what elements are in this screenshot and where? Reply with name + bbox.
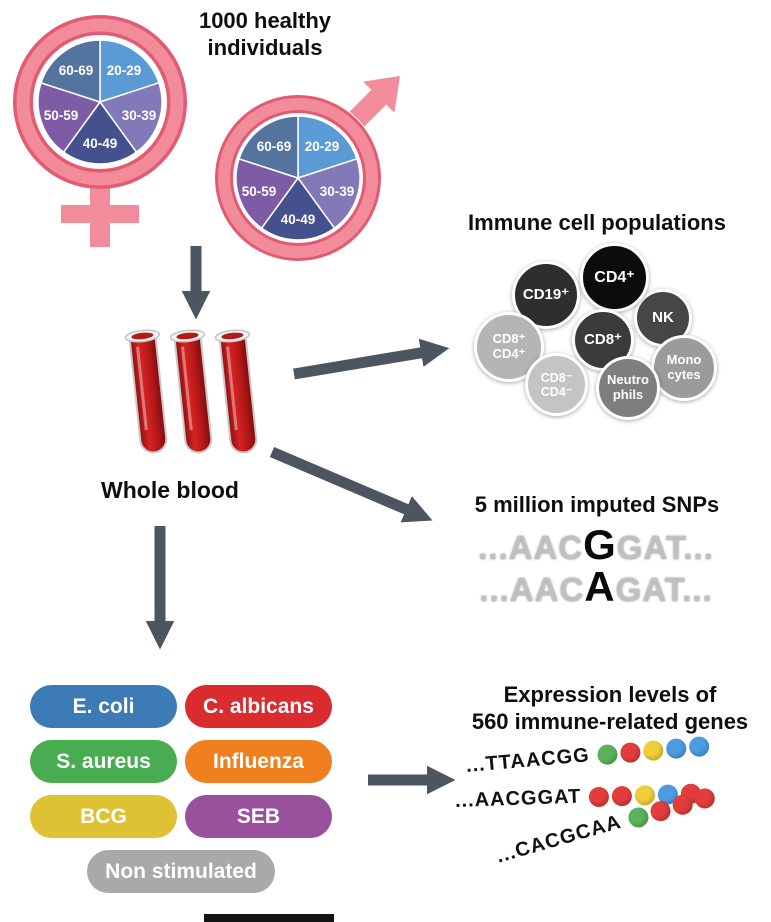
cropped-bottom-bar — [204, 914, 334, 922]
immune-populations-title: Immune cell populations — [468, 210, 726, 235]
cell-label: CD8⁻ CD4⁻ — [540, 370, 573, 399]
cell-label: CD8⁺ — [584, 330, 622, 348]
seq-suffix: GAT... — [616, 529, 714, 566]
arrow-blood-to-snps — [269, 446, 433, 523]
snp-variant-letter: A — [584, 563, 616, 610]
pie-label: 50-59 — [242, 184, 277, 199]
cell-label: NK — [652, 308, 674, 326]
pie-label: 20-29 — [305, 139, 340, 154]
female-symbol-crossbar — [61, 205, 139, 223]
stimulus-label: SEB — [236, 804, 281, 828]
stimulus-saureus: S. aureus — [30, 740, 177, 783]
blood-tube — [214, 329, 258, 454]
expression-bead — [665, 737, 688, 759]
snp-sequence-1: ...AACGGAT... — [436, 521, 756, 568]
pie-slice-50-59 — [37, 81, 102, 154]
pie-slice-50-59 — [235, 157, 300, 230]
stimulus-label: E. coli — [72, 694, 135, 718]
expression-bead — [647, 798, 673, 824]
expression-bead — [670, 791, 695, 817]
cell-monocytes: Mono cytes — [651, 335, 717, 401]
expression-bead — [596, 743, 619, 765]
snp-variant-letter: G — [583, 521, 617, 568]
pie-label: 30-39 — [122, 108, 157, 123]
stimulus-seb: SEB — [185, 795, 332, 838]
expression-bead — [688, 735, 711, 757]
gene-sequence: ...AACGGAT — [454, 785, 582, 812]
arrow-blood-to-cells — [293, 338, 450, 380]
blood-tube — [124, 329, 168, 454]
cell-label: Neutro phils — [607, 372, 649, 402]
expression-bead — [625, 804, 651, 830]
cell-cd8minus-cd4minus: CD8⁻ CD4⁻ — [525, 353, 588, 416]
blood-tubes-icon — [124, 329, 258, 454]
snp-sequences: ...AACGGAT... ...AACAGAT... — [436, 521, 756, 610]
stimulus-non-stimulated: Non stimulated — [87, 850, 275, 893]
cell-label: CD19⁺ — [522, 285, 570, 303]
population-title-line2: individuals — [207, 34, 323, 60]
seq-prefix: ...AAC — [479, 571, 585, 608]
pie-slice-20-29 — [297, 115, 358, 180]
pie-slice-60-69 — [40, 39, 101, 104]
male-symbol: 20-29 30-39 40-49 50-59 60-69 — [214, 76, 400, 262]
seq-prefix: ...AAC — [478, 529, 584, 566]
pie-slice-30-39 — [98, 81, 163, 154]
expression-bead — [619, 741, 642, 763]
expression-title-line1: Expression levels of — [503, 682, 717, 707]
snp-sequence-2: ...AACAGAT... — [436, 563, 756, 610]
male-symbol-arrowhead — [363, 76, 400, 113]
whole-blood-label: Whole blood — [101, 477, 239, 503]
seq-suffix: GAT... — [615, 571, 713, 608]
stimulus-label: S. aureus — [56, 749, 151, 773]
pie-slice-40-49 — [260, 176, 336, 241]
pie-label: 20-29 — [107, 63, 142, 78]
male-ring — [218, 98, 378, 258]
stimulus-label: BCG — [80, 804, 127, 828]
population-title: 1000 healthy individuals — [178, 8, 352, 62]
pie-label: 40-49 — [281, 212, 316, 227]
age-pie-chart-male: 20-29 30-39 40-49 50-59 60-69 — [235, 115, 361, 241]
age-pie-chart-female: 20-29 30-39 40-49 50-59 60-69 — [37, 39, 163, 165]
cell-neutrophils: Neutro phils — [596, 356, 660, 420]
blood-tube — [169, 329, 213, 454]
stimulus-ecoli: E. coli — [30, 685, 177, 728]
expression-bead — [611, 785, 633, 807]
pie-slice-40-49 — [62, 100, 138, 165]
expression-title-line2: 560 immune-related genes — [471, 708, 749, 734]
stimulus-calbicans: C. albicans — [185, 685, 332, 728]
stimulus-label: C. albicans — [203, 694, 314, 718]
pie-label: 30-39 — [320, 184, 355, 199]
cell-cd19plus: CD19⁺ — [512, 261, 580, 329]
expression-bead — [588, 786, 610, 807]
pie-label: 50-59 — [44, 108, 79, 123]
pie-slice-60-69 — [238, 115, 299, 180]
female-ring — [16, 18, 184, 186]
cell-cd4plus: CD4⁺ — [580, 243, 649, 312]
snps-title: 5 million imputed SNPs — [474, 492, 720, 517]
cell-label: CD4⁺ — [594, 268, 635, 286]
pie-label: 60-69 — [59, 63, 94, 78]
stimulus-bcg: BCG — [30, 795, 177, 838]
pie-slice-30-39 — [296, 157, 361, 230]
stimulus-label: Non stimulated — [105, 859, 257, 883]
stimulus-label: Influenza — [212, 749, 304, 773]
cell-label: CD8⁺ CD4⁺ — [492, 331, 526, 361]
cell-label: Mono cytes — [666, 352, 702, 382]
population-title-line1: 1000 healthy — [198, 8, 332, 33]
stimulus-influenza: Influenza — [185, 740, 332, 783]
pie-label: 40-49 — [83, 136, 118, 151]
female-symbol: 20-29 30-39 40-49 50-59 60-69 — [13, 15, 187, 247]
expression-title: Expression levels of 560 immune-related … — [452, 682, 768, 736]
expression-bead — [642, 739, 665, 761]
pie-label: 60-69 — [257, 139, 292, 154]
pie-slice-20-29 — [99, 39, 160, 104]
